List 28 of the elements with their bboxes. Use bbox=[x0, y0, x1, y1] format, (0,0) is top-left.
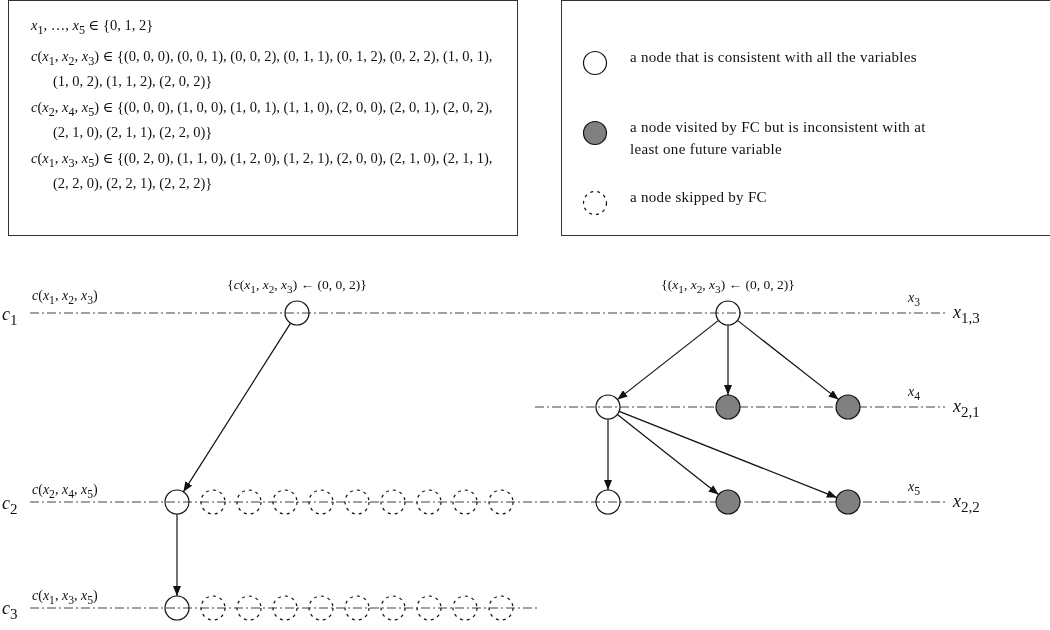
domain-definition: x$_{1}$, …, x$_{5}$ ∈ {0, 1, 2} bbox=[31, 16, 155, 39]
variable-label: x$_{3}$ bbox=[908, 290, 921, 311]
level-label: x$_{2,1}$ bbox=[953, 396, 980, 422]
arrow bbox=[616, 413, 720, 496]
variable-label: x$_{5}$ bbox=[908, 479, 921, 500]
constraint-label: c(x$_{2}$, x$_{4}$, x$_{5}$) bbox=[32, 482, 98, 503]
level-label: c$_{3}$ bbox=[2, 598, 18, 624]
arrow bbox=[618, 410, 838, 499]
level-label: x$_{2,2}$ bbox=[953, 491, 980, 517]
arrow bbox=[616, 319, 720, 401]
legend-text: a node that is consistent with all the variables bbox=[630, 48, 918, 67]
arrow bbox=[724, 324, 732, 396]
constraint-definition: c(x$_{1}$, x$_{3}$, x$_{5}$) ∈ {(0, 2, 0), (1, 1, 0), (1, 2, 0), (1, 2, 1), (2, 0, 0), (2, 1, 0), (2, 1, 1), (2, 2, 0), (2, 2, 1), (2, 2, 2)} bbox=[31, 148, 494, 193]
level-label: c$_{2}$ bbox=[2, 493, 18, 519]
legend-text: a node skipped by FC bbox=[630, 188, 768, 207]
constraint-label: c(x$_{1}$, x$_{3}$, x$_{5}$) bbox=[32, 588, 98, 609]
legend-text: a node visited by FC but is inconsistent with at least one future variable bbox=[630, 118, 927, 159]
arrow bbox=[173, 513, 181, 597]
arrow bbox=[604, 418, 612, 491]
definition-panel bbox=[8, 0, 518, 236]
variable-label: x$_{4}$ bbox=[908, 384, 921, 405]
constraint-label: c(x$_{1}$, x$_{2}$, x$_{3}$) bbox=[32, 288, 98, 309]
level-label: x$_{1,3}$ bbox=[953, 302, 980, 328]
arrow bbox=[182, 322, 292, 493]
arrow bbox=[736, 319, 840, 401]
assignment-label: {(x$_{1}$, x$_{2}$, x$_{3}$) ← (0, 0, 2)} bbox=[661, 277, 795, 297]
level-label: c$_{1}$ bbox=[2, 304, 18, 330]
assignment-label: {c(x$_{1}$, x$_{2}$, x$_{3}$) ← (0, 0, 2)} bbox=[227, 277, 367, 297]
